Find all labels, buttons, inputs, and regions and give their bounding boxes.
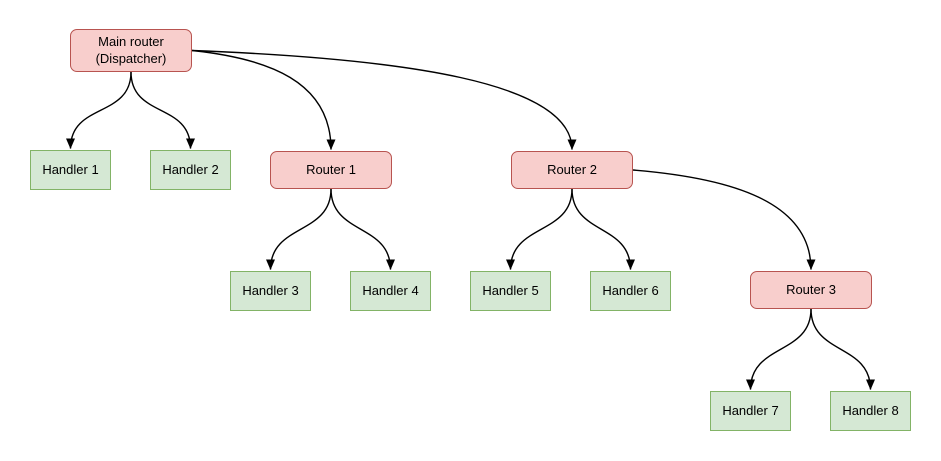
node-handler3: Handler 3 (230, 271, 311, 311)
node-label: Router 3 (786, 281, 836, 297)
node-handler6: Handler 6 (590, 271, 671, 311)
node-router2: Router 2 (511, 151, 633, 189)
node-label: Handler 2 (162, 161, 219, 177)
node-label: Handler 8 (842, 402, 899, 418)
node-handler7: Handler 7 (710, 391, 791, 431)
edge-router3-handler7 (746, 308, 812, 390)
node-label: Handler 1 (42, 161, 99, 177)
node-handler2: Handler 2 (150, 150, 231, 190)
node-label: Handler 6 (602, 282, 659, 298)
node-router3: Router 3 (750, 271, 872, 309)
node-label: Handler 7 (722, 402, 779, 418)
edge-router2-handler5 (506, 188, 573, 270)
node-label: Handler 5 (482, 282, 539, 298)
edge-router3-handler8 (810, 308, 875, 390)
node-label: Router 2 (547, 161, 597, 177)
edge-main-router1 (191, 49, 336, 150)
node-handler5: Handler 5 (470, 271, 551, 311)
node-label: Handler 4 (362, 282, 419, 298)
node-handler1: Handler 1 (30, 150, 111, 190)
node-main: Main router (Dispatcher) (70, 29, 192, 72)
edge-router1-handler3 (266, 188, 332, 270)
edge-router2-handler6 (571, 188, 635, 270)
node-router1: Router 1 (270, 151, 392, 189)
edge-router1-handler4 (330, 188, 395, 270)
node-label: Handler 3 (242, 282, 299, 298)
edge-main-handler1 (66, 71, 132, 149)
node-handler4: Handler 4 (350, 271, 431, 311)
node-label: Main router (Dispatcher) (95, 34, 167, 66)
node-label: Router 1 (306, 161, 356, 177)
edge-main-handler2 (130, 71, 195, 149)
edge-router2-router3 (632, 169, 816, 270)
node-handler8: Handler 8 (830, 391, 911, 431)
edge-main-router2 (191, 49, 577, 150)
